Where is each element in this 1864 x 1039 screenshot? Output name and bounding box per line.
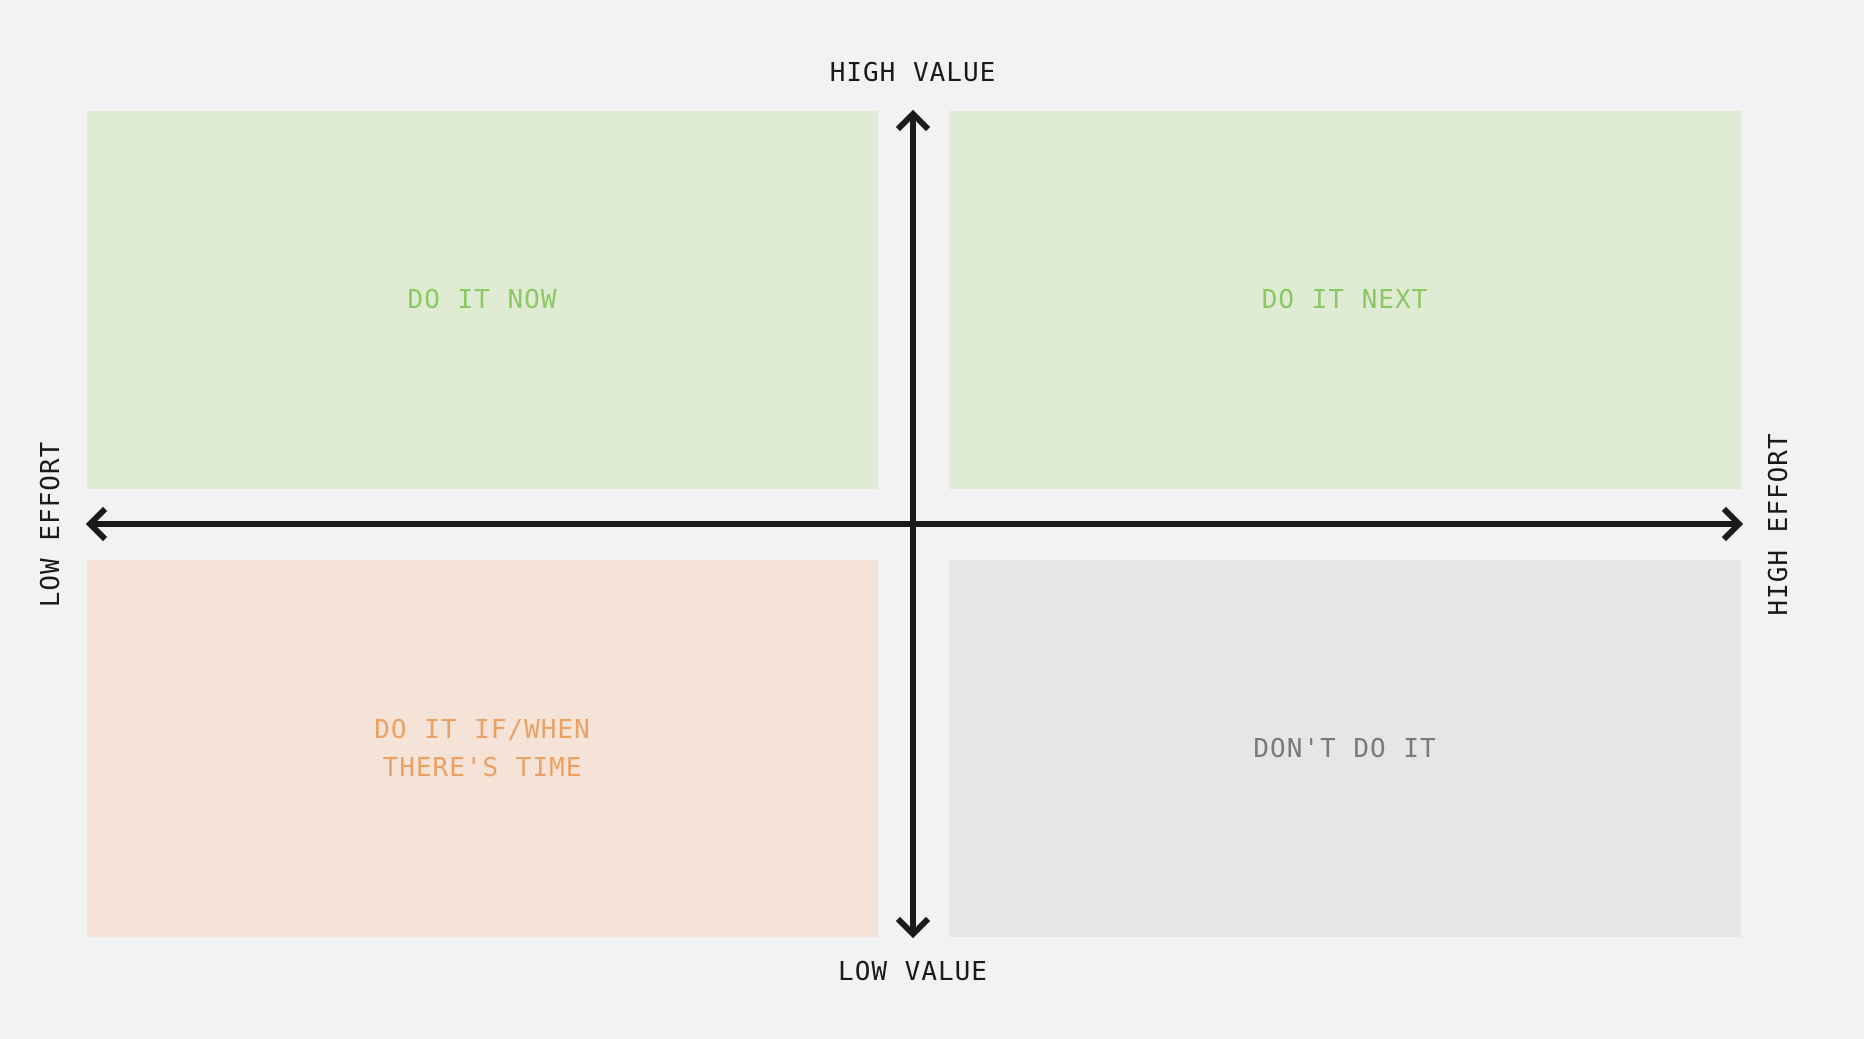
axis-label-low-value: LOW VALUE <box>838 957 988 987</box>
axis-label-low-effort: LOW EFFORT <box>36 440 66 608</box>
quadrant-label: DO IT IF/WHEN THERE'S TIME <box>374 714 591 783</box>
quadrant-dont-do-it: DON'T DO IT <box>949 560 1741 937</box>
quadrant-do-it-if-time: DO IT IF/WHEN THERE'S TIME <box>87 560 878 937</box>
quadrant-label: DO IT NOW <box>407 285 558 315</box>
quadrant-do-it-now: DO IT NOW <box>87 111 878 489</box>
quadrant-label: DO IT NEXT <box>1261 285 1429 315</box>
arrow-down-icon <box>895 916 931 939</box>
arrow-right-icon <box>1721 506 1744 542</box>
axis-label-high-effort: HIGH EFFORT <box>1764 432 1794 616</box>
axis-label-high-value: HIGH VALUE <box>829 58 997 88</box>
arrow-up-icon <box>895 109 931 132</box>
arrow-left-icon <box>85 506 108 542</box>
quadrant-do-it-next: DO IT NEXT <box>949 111 1741 489</box>
quadrant-label: DON'T DO IT <box>1253 733 1437 764</box>
